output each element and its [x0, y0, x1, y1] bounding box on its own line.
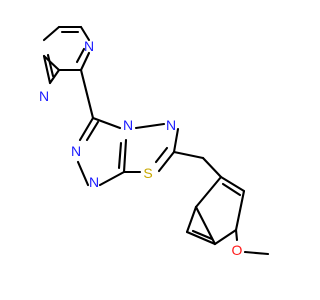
bond [78, 116, 95, 142]
bond [185, 205, 198, 234]
bond [91, 116, 122, 130]
bond [243, 250, 270, 256]
nitrogen-atom-label: N [166, 117, 176, 133]
bond [42, 54, 61, 72]
oxygen-atom-label: O [232, 242, 243, 258]
bond [79, 68, 95, 120]
bond [157, 150, 176, 173]
bond [234, 189, 246, 232]
bond [117, 141, 123, 170]
bond [134, 122, 166, 130]
nitrogen-atom-label: N [123, 117, 133, 133]
bond [194, 175, 223, 209]
bond [46, 53, 55, 78]
nitrogen-atom-label: N [39, 88, 49, 104]
bond [76, 160, 90, 187]
bond [185, 230, 217, 246]
bond [221, 182, 242, 197]
sulfur-atom-label: S [143, 165, 152, 181]
background [0, 0, 300, 300]
bond [191, 229, 214, 241]
bond [42, 25, 61, 42]
bond [48, 68, 61, 85]
bond [79, 25, 91, 42]
bond [85, 120, 100, 142]
bond [42, 54, 52, 85]
bond-layer [42, 25, 270, 256]
bond [154, 146, 169, 164]
bond [172, 150, 205, 160]
bond [172, 127, 180, 154]
bond [98, 170, 126, 187]
nitrogen-atom-label: N [84, 38, 94, 54]
bond [122, 138, 128, 174]
nitrogen-atom-label: N [89, 174, 99, 190]
bond [201, 156, 223, 179]
atom-label-layer: N N N N N N S O [39, 38, 243, 258]
bond [213, 228, 238, 246]
bond [79, 51, 91, 72]
bond [75, 47, 86, 64]
bond [219, 175, 246, 193]
bond [234, 228, 239, 242]
molecule-structure-diagram: N N N N N N S O [0, 0, 300, 300]
nitrogen-atom-label: N [71, 143, 81, 159]
